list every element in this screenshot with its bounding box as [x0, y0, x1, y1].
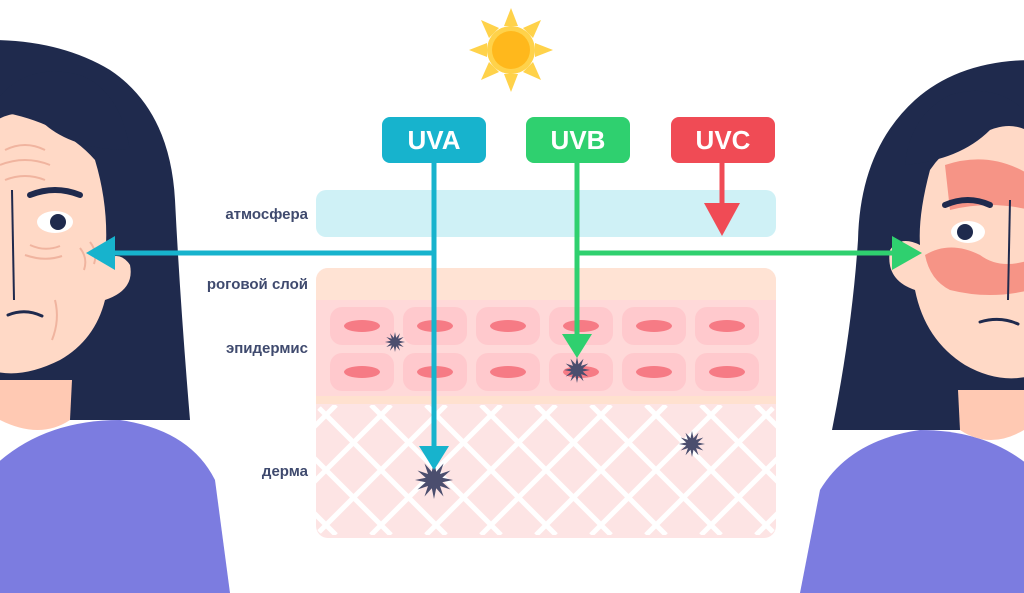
damage-marks	[385, 332, 705, 499]
label-stratum-corneum: роговой слой	[207, 276, 308, 293]
epidermis-cell	[330, 353, 394, 391]
uvb-label: UVB	[551, 125, 606, 155]
uvb-badge: UVB	[526, 117, 630, 163]
label-dermis: дерма	[262, 463, 309, 480]
epidermis-cell	[622, 353, 686, 391]
damage-star-epidermis-uvb	[564, 357, 590, 383]
uva-arrows	[86, 150, 449, 470]
epidermis-cell	[695, 353, 759, 391]
uvc-label: UVC	[696, 125, 751, 155]
damage-star-dermis-right	[679, 431, 705, 457]
dermis-mesh	[316, 405, 776, 535]
damage-star-epidermis-left	[385, 332, 405, 352]
label-epidermis: эпидермис	[226, 340, 308, 357]
label-atmosphere: атмосфера	[225, 206, 308, 223]
uva-badge: UVA	[382, 117, 486, 163]
uva-label: UVA	[408, 125, 461, 155]
epidermis-cell	[330, 307, 394, 345]
right-woman-illustration	[800, 60, 1024, 593]
epidermis-cell	[695, 307, 759, 345]
left-woman-illustration	[0, 40, 230, 593]
epidermis-cell	[622, 307, 686, 345]
atmosphere-layer	[316, 190, 776, 237]
epidermis-cell	[476, 353, 540, 391]
epidermis-cell	[476, 307, 540, 345]
damage-star-dermis-uva	[415, 461, 453, 499]
uvc-badge: UVC	[671, 117, 775, 163]
uvb-arrows	[562, 150, 922, 358]
sun-icon	[469, 8, 553, 92]
